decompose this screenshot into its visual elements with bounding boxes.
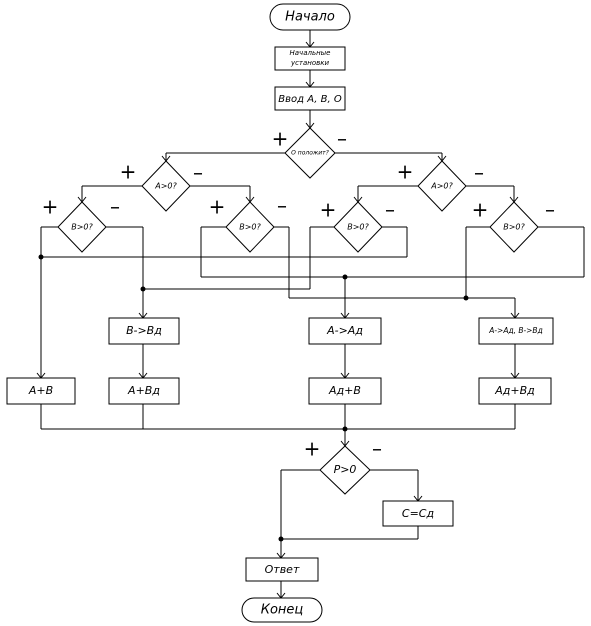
plus-sign: +	[272, 127, 289, 151]
sum-block-3-label: Aд+B	[328, 384, 361, 397]
minus-sign: –	[277, 194, 287, 218]
init-label-line1: Начальные	[290, 49, 331, 57]
input-label: Ввод A, B, O	[278, 94, 342, 105]
minus-sign: –	[474, 161, 484, 185]
init-label-line2: установки	[290, 59, 330, 67]
decision-a-right-label: A>0?	[430, 182, 453, 191]
plus-sign: +	[304, 437, 321, 461]
process-ab-label: A->Aд, B->Bд	[488, 326, 543, 335]
connector-lines	[40, 30, 585, 598]
process-b-label: B->Bд	[126, 324, 162, 337]
input-block: Ввод A, B, O	[274, 86, 346, 111]
decision-b3: B>0?	[333, 201, 383, 253]
process-a-label: A->Aд	[326, 324, 363, 337]
decision-b3-label: B>0?	[347, 223, 369, 232]
minus-sign: –	[385, 198, 395, 222]
sum-block-4-label: Aд+Bд	[494, 384, 535, 397]
decision-b1: B>0?	[57, 201, 107, 253]
sum-block-2-label: A+Bд	[127, 384, 160, 397]
decision-main: O положит?	[284, 127, 336, 179]
sum-block-4: Aд+Bд	[478, 377, 552, 405]
minus-sign: –	[110, 195, 120, 219]
decision-a-right: A>0?	[417, 160, 467, 212]
answer-label: Ответ	[265, 563, 300, 576]
branch-markers: + – + – + – + – + – + – + – + –	[42, 127, 555, 461]
minus-sign: –	[337, 127, 347, 151]
sum-block-3: Aд+B	[308, 377, 382, 405]
plus-sign: +	[472, 198, 489, 222]
decision-p: P>0	[319, 445, 371, 495]
decision-b4-label: B>0?	[503, 223, 525, 232]
plus-sign: +	[397, 160, 414, 184]
decision-b1-label: B>0?	[71, 223, 93, 232]
decision-b4: B>0?	[489, 201, 539, 253]
end-label: Конец	[261, 603, 304, 618]
sum-block-2: A+Bд	[108, 377, 180, 405]
decision-main-label: O положит?	[291, 150, 330, 157]
init-block: Начальные установки	[274, 46, 346, 71]
junction-dots	[38, 254, 469, 542]
plus-sign: +	[120, 160, 137, 184]
answer-block: Ответ	[245, 557, 319, 582]
sum-block-1: A+B	[6, 377, 76, 405]
decision-p-label: P>0	[334, 463, 357, 476]
minus-sign: –	[193, 161, 203, 185]
start-terminator: Начало	[269, 3, 351, 31]
minus-sign: –	[372, 437, 382, 461]
process-a: A->Aд	[308, 317, 382, 345]
process-c-label: C=Cд	[402, 507, 434, 520]
plus-sign: +	[42, 195, 59, 219]
process-c: C=Cд	[382, 500, 454, 527]
process-b: B->Bд	[108, 317, 180, 345]
end-terminator: Конец	[241, 597, 323, 623]
decision-a-left: A>0?	[141, 160, 191, 212]
plus-sign: +	[209, 195, 226, 219]
plus-sign: +	[320, 198, 337, 222]
decision-b2-label: B>0?	[239, 223, 261, 232]
decision-a-left-label: A>0?	[154, 182, 177, 191]
start-label: Начало	[285, 10, 335, 25]
minus-sign: –	[545, 198, 555, 222]
decision-b2: B>0?	[225, 201, 275, 253]
sum-block-1-label: A+B	[28, 384, 53, 397]
process-ab: A->Aд, B->Bд	[478, 317, 554, 345]
